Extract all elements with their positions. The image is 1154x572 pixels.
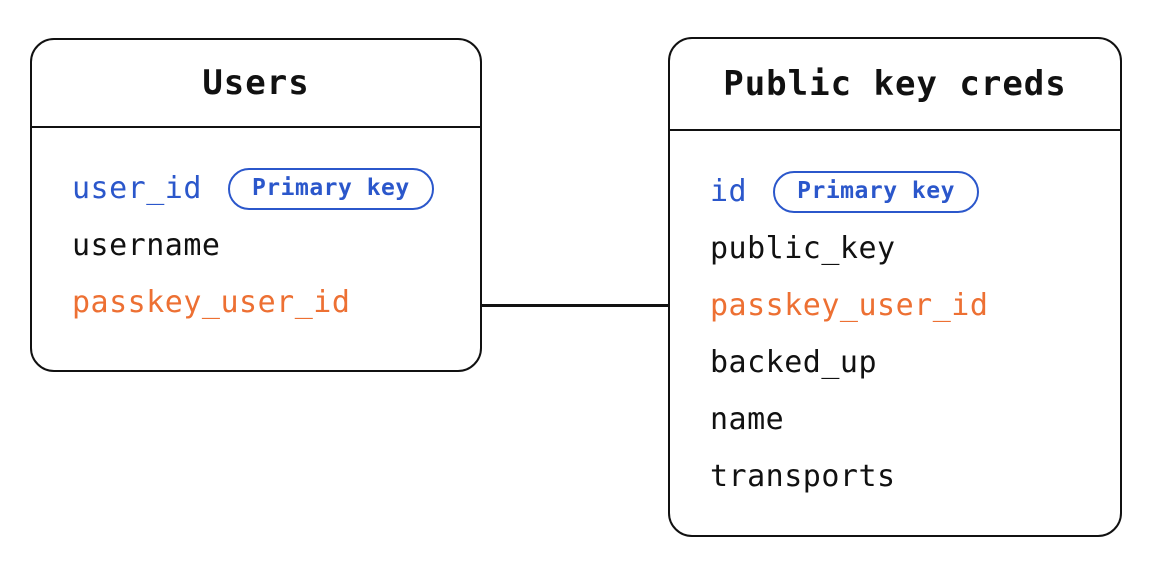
- field-row-name: name: [710, 391, 1120, 448]
- table-public-key-creds-title: Public key creds: [670, 39, 1120, 131]
- field-username: username: [72, 228, 221, 263]
- field-transports: transports: [710, 459, 896, 494]
- field-row-passkey-user-id: passkey_user_id: [72, 274, 480, 331]
- relation-line: [481, 304, 669, 307]
- field-passkey-user-id: passkey_user_id: [72, 285, 351, 320]
- table-public-key-creds-fields: id Primary key public_key passkey_user_i…: [670, 131, 1120, 505]
- field-row-public-key: public_key: [710, 220, 1120, 277]
- field-name: name: [710, 402, 785, 437]
- primary-key-badge: Primary key: [227, 167, 434, 210]
- primary-key-badge: Primary key: [773, 170, 979, 213]
- table-public-key-creds: Public key creds id Primary key public_k…: [668, 37, 1122, 537]
- table-users-title: Users: [32, 40, 480, 128]
- table-users: Users user_id Primary key username passk…: [30, 38, 482, 372]
- field-id: id: [710, 174, 748, 209]
- field-row-user-id: user_id Primary key: [72, 160, 480, 217]
- field-public-key: public_key: [710, 231, 896, 266]
- field-row-transports: transports: [710, 448, 1120, 505]
- field-row-passkey-user-id: passkey_user_id: [710, 277, 1120, 334]
- field-row-username: username: [72, 217, 480, 274]
- field-user-id: user_id: [72, 171, 202, 206]
- field-row-backed-up: backed_up: [710, 334, 1120, 391]
- table-users-fields: user_id Primary key username passkey_use…: [32, 128, 480, 331]
- field-passkey-user-id: passkey_user_id: [710, 288, 989, 323]
- field-backed-up: backed_up: [710, 345, 878, 380]
- field-row-id: id Primary key: [710, 163, 1120, 220]
